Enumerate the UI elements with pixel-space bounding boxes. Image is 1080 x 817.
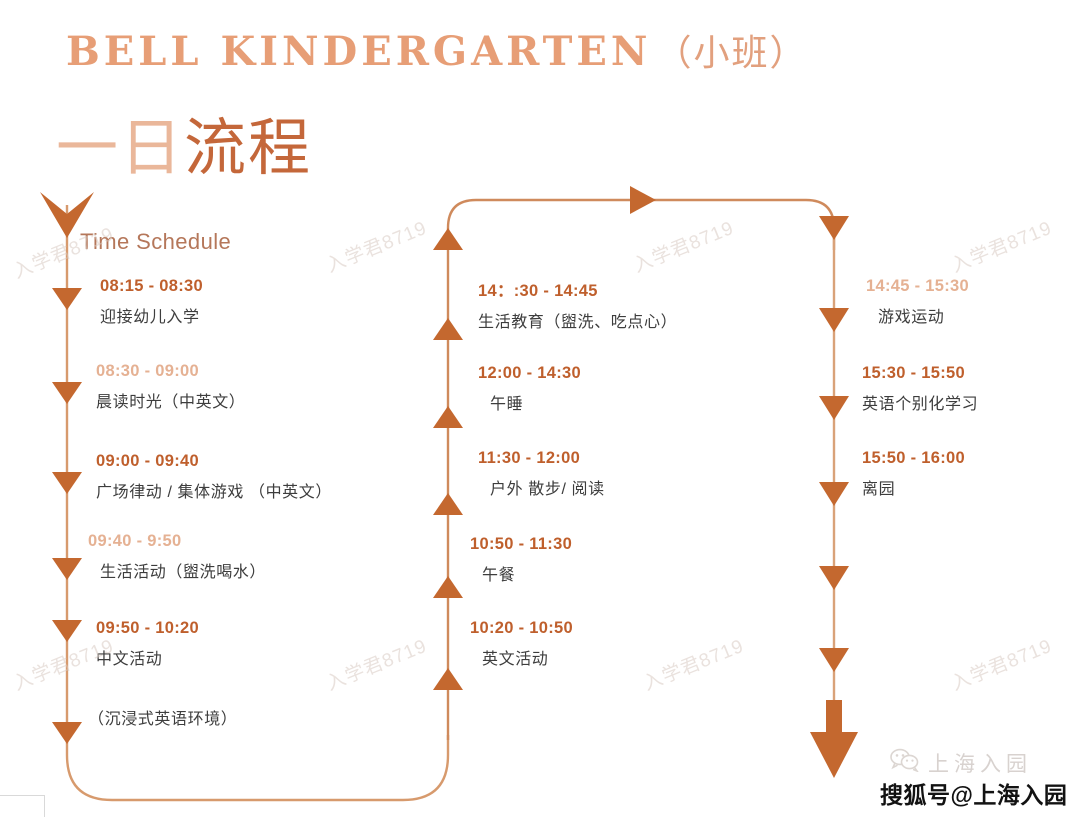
entry-activity: 午餐 — [482, 567, 516, 584]
entry-time: 14：:30 - 14:45 — [478, 282, 598, 300]
arrow-down-icon-right-6 — [819, 648, 849, 672]
brand-main-text: 搜狐号@上海入园 — [880, 782, 1068, 808]
entry-activity: 午睡 — [490, 396, 524, 413]
entry-time: 08:30 - 09:00 — [96, 362, 199, 380]
flow-line-left — [65, 205, 450, 802]
schedule-note-left: （沉浸式英语环境） — [88, 711, 238, 728]
arrow-up-icon-mid-3 — [433, 406, 463, 428]
arrow-down-icon-left-6 — [52, 722, 82, 744]
arrow-up-icon-mid-6 — [433, 668, 463, 690]
entry-time: 14:45 - 15:30 — [866, 277, 969, 295]
entry-time: 09:00 - 09:40 — [96, 452, 199, 470]
page-title: BELL KINDERGARTEN （小班） — [66, 32, 808, 72]
arrow-up-icon-mid-5 — [433, 576, 463, 598]
entry-time: 12:00 - 14:30 — [478, 364, 581, 382]
entry-activity: 英文活动 — [482, 651, 549, 668]
entry-time: 10:50 - 11:30 — [470, 535, 573, 553]
arrow-up-icon-mid-1 — [433, 228, 463, 250]
arrow-down-icon-right-4 — [819, 482, 849, 506]
schedule-entry: 08:15 - 08:30 迎接幼儿入学 — [100, 277, 203, 327]
entry-activity: 英语个别化学习 — [862, 396, 979, 413]
arrow-down-icon-right-terminal — [810, 732, 858, 778]
schedule-entry: 09:50 - 10:20 中文活动 — [96, 619, 199, 669]
entry-time: 09:50 - 10:20 — [96, 619, 199, 637]
arrow-down-icon-left-4 — [52, 558, 82, 580]
entry-activity: 离园 — [862, 481, 896, 498]
entry-time: 15:50 - 16:00 — [862, 449, 965, 467]
entry-time: 15:30 - 15:50 — [862, 364, 965, 382]
page-subtitle-part-1: 一日 — [56, 114, 185, 183]
arrow-up-icon-mid-4 — [433, 493, 463, 515]
arrow-down-icon-left-5 — [52, 620, 82, 642]
entry-time: 08:15 - 08:30 — [100, 277, 203, 295]
schedule-entry: 09:00 - 09:40 广场律动 / 集体游戏 （中英文） — [96, 452, 332, 502]
entry-time: 10:20 - 10:50 — [470, 619, 573, 637]
schedule-entry: 15:30 - 15:50 英语个别化学习 — [862, 364, 978, 414]
arrow-shaft-right-terminal — [826, 700, 842, 736]
arrow-up-icon-mid-2 — [433, 318, 463, 340]
entry-activity: 广场律动 / 集体游戏 （中英文） — [96, 484, 332, 501]
schedule-entry: 10:50 - 11:30 午餐 — [470, 535, 572, 585]
entry-activity: 晨读时光（中英文） — [96, 394, 246, 411]
entry-activity: 游戏运动 — [878, 309, 945, 326]
schedule-entry: 11:30 - 12:00 户外 散步/ 阅读 — [478, 449, 605, 499]
schedule-entry: 08:30 - 09:00 晨读时光（中英文） — [96, 362, 245, 412]
arrow-down-icon-right-1 — [819, 216, 849, 240]
brand-watermark-text: 上海入园 — [928, 753, 1032, 776]
chevron-down-icon-left-top — [40, 192, 94, 238]
arrow-down-icon-right-2 — [819, 308, 849, 332]
entry-activity: 中文活动 — [96, 651, 163, 668]
schedule-entry: 09:40 - 9:50 生活活动（盥洗喝水） — [88, 532, 266, 582]
arrow-down-icon-right-3 — [819, 396, 849, 420]
corner-decoration — [0, 795, 45, 817]
entry-activity: 迎接幼儿入学 — [100, 309, 200, 326]
wechat-icon — [890, 748, 920, 778]
entry-activity: 生活活动（盥洗喝水） — [100, 564, 267, 581]
arrow-right-icon-top — [630, 186, 656, 214]
schedule-entry: 14：:30 - 14:45 生活教育（盥洗、吃点心） — [478, 277, 677, 332]
page-subtitle-part-2: 流程 — [184, 114, 313, 183]
entry-time: 09:40 - 9:50 — [88, 532, 182, 550]
entry-activity: 生活教育（盥洗、吃点心） — [478, 314, 678, 331]
section-label-time-schedule: Time Schedule — [80, 229, 232, 254]
arrow-down-icon-left-3 — [52, 472, 82, 494]
brand-block: 上海入园 搜狐号@上海入园 — [868, 744, 1080, 817]
schedule-entry: 14:45 - 15:30 游戏运动 — [866, 277, 969, 327]
page-title-latin: BELL KINDERGARTEN — [66, 28, 652, 75]
schedule-entry: 10:20 - 10:50 英文活动 — [470, 619, 573, 669]
schedule-entry: 15:50 - 16:00 离园 — [862, 449, 965, 499]
page-title-cjk: （小班） — [655, 32, 808, 73]
arrow-down-icon-right-5 — [819, 566, 849, 590]
entry-time: 11:30 - 12:00 — [478, 449, 581, 467]
entry-activity: 户外 散步/ 阅读 — [490, 481, 605, 498]
arrow-down-icon-left-1 — [52, 288, 82, 310]
page-subtitle: 一日流程 — [56, 118, 312, 180]
arrow-down-icon-left-2 — [52, 382, 82, 404]
brand-watermark: 上海入园 — [890, 748, 1032, 778]
schedule-entry: 12:00 - 14:30 午睡 — [478, 364, 581, 414]
